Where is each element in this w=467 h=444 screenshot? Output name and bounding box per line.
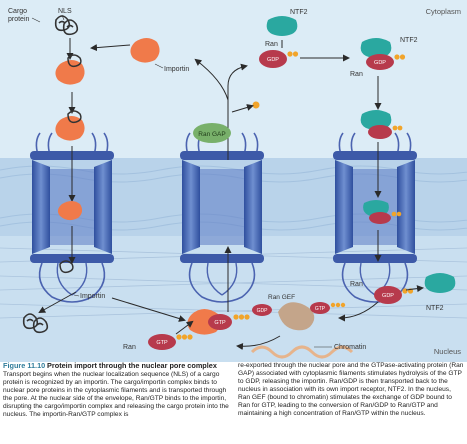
cargo-importin-complex-1 (55, 54, 85, 85)
ntf2-ran-gdp-in-pore (363, 200, 402, 224)
importin-free (130, 38, 160, 63)
importin-label-top: Importin (164, 66, 189, 73)
cargo-importin-nucleus (59, 260, 74, 274)
cargo-protein-label-line2: protein (8, 16, 30, 23)
ran-label-bottom-right: Ran (350, 281, 363, 288)
nls-label: NLS (58, 8, 72, 15)
gtp-tag-1: GTP (214, 320, 226, 326)
ran-gap-protein (193, 123, 231, 143)
ran-gef-protein (278, 302, 315, 331)
gtp-tag-2: GTP (315, 306, 326, 312)
gdp-tag-4: GDP (257, 308, 269, 314)
figure-caption: Figure 11.10 Protein import through the … (0, 361, 467, 444)
ran-gef-label: Ran GEF (268, 294, 295, 301)
caption-right-column: re-exported through the nuclear pore and… (238, 362, 464, 418)
ran-label-bottom-left: Ran (123, 344, 136, 351)
cargo-importin-complex-2 (55, 110, 85, 141)
ntf2-label-bottom: NTF2 (426, 305, 444, 312)
importin-label-bottom: Importin (80, 293, 105, 300)
ntf2-ran-gdp-complex-2 (360, 110, 403, 139)
ran-gap-label: Ran GAP (198, 131, 225, 138)
figure-title: Protein import through the nuclear pore … (47, 361, 217, 370)
figure-illustration: Cytoplasm Nucleus Cargo protein NLS Impo… (0, 0, 467, 362)
released-phosphate (252, 101, 260, 109)
importin-ran-gtp-complex: GTP (187, 309, 250, 335)
caption-left-text: Transport begins when the nuclear locali… (3, 371, 229, 419)
ntf2-ran-gdp-complex-1: GDP (360, 38, 406, 70)
ntf2-released (424, 273, 456, 293)
ran-label-mid: Ran (350, 71, 363, 78)
ran-gtp-nucleus: GTP (148, 334, 193, 350)
ran-gdp-top: GDP (259, 50, 299, 68)
ntf2-free (266, 16, 298, 36)
chromatin-strand (250, 345, 354, 359)
cytoplasm-label: Cytoplasm (426, 7, 461, 16)
cargo-importin-in-pore (57, 201, 83, 221)
gtp-tag-3: GTP (156, 340, 168, 346)
caption-left-column: Figure 11.10 Protein import through the … (3, 361, 229, 419)
gdp-tag-1: GDP (267, 57, 279, 63)
caption-right-text: re-exported through the nuclear pore and… (238, 362, 464, 418)
ntf2-label-top-right: NTF2 (400, 37, 418, 44)
gtp-incoming: GTP (310, 302, 346, 314)
ran-label-top: Ran (265, 41, 278, 48)
chromatin-label: Chromatin (334, 344, 366, 351)
gdp-tag-3: GDP (382, 293, 394, 299)
gdp-tag-2: GDP (374, 60, 386, 66)
cargo-protein-label-line1: Cargo (8, 8, 27, 15)
nucleus-label: Nucleus (434, 347, 461, 356)
ntf2-label-top: NTF2 (290, 9, 308, 16)
figure-number: Figure 11.10 (3, 361, 46, 370)
gdp-released: GDP (252, 304, 272, 316)
